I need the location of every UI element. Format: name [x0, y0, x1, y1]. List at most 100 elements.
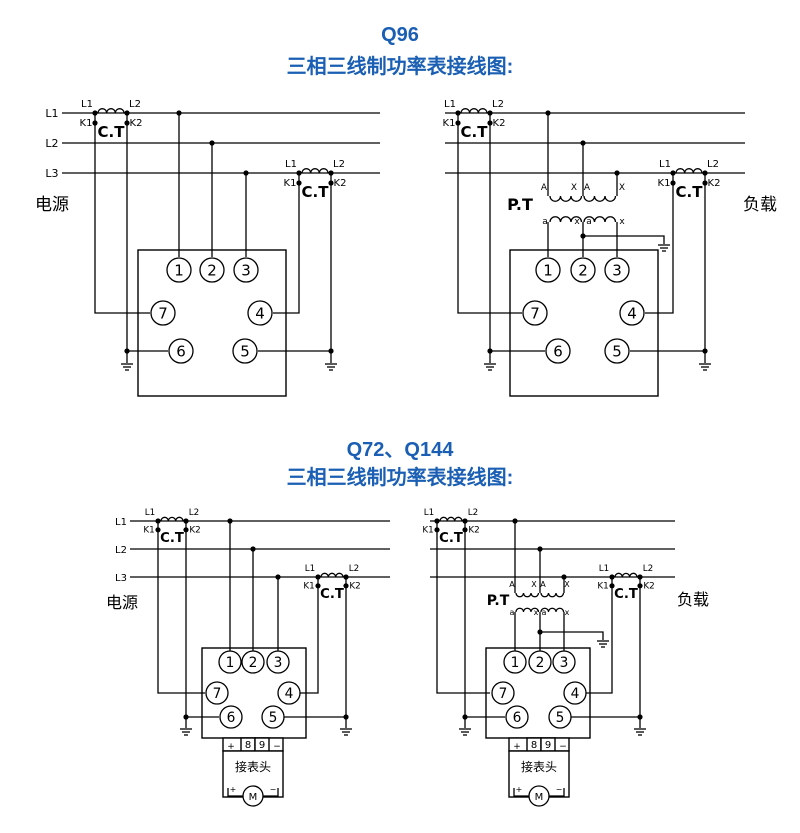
line-l3-label: L3: [45, 167, 58, 180]
terminal-label-1: 1: [543, 261, 553, 279]
terminal-8-label-2: 8: [531, 740, 537, 751]
terminal-5: [232, 338, 258, 364]
junction-dot: [343, 583, 349, 589]
ct-c-4-label: C.T: [614, 587, 638, 602]
terminal-label-5: 5: [269, 710, 278, 726]
minus-sign: −: [273, 742, 281, 752]
ct-a-3-l2-label: L2: [189, 508, 200, 518]
terminal-1: [166, 257, 192, 283]
pt-secondary-3: [515, 607, 540, 613]
wire: [513, 788, 529, 797]
terminal-label-2: 2: [249, 655, 258, 671]
ct-a-coil: [97, 108, 125, 114]
terminal-2: [528, 650, 552, 674]
pt-a-3: A: [509, 580, 515, 589]
pt-label-2: P.T: [487, 593, 510, 609]
ct-c-2-k2-label: K2: [708, 178, 721, 189]
line-l1-label-3: L1: [115, 517, 127, 528]
pt-a-4: A: [540, 580, 546, 589]
ct-c-3-label: C.T: [320, 587, 344, 602]
ct-c-3-l1-label: L1: [305, 564, 316, 574]
ct-a-4-label: C.T: [439, 531, 463, 546]
ct-c-k2-label: K2: [334, 178, 347, 189]
terminal-7: [491, 681, 515, 705]
terminal-label-2: 2: [578, 261, 588, 279]
terminal-3: [604, 257, 630, 283]
pt-x: X: [571, 183, 577, 193]
terminal-7: [522, 300, 548, 326]
pt-x-low: x: [574, 217, 580, 227]
pt-secondary-2: [583, 216, 617, 223]
ct-c-coil: [301, 168, 329, 174]
terminal-6: [545, 338, 571, 364]
pt-a: A: [541, 183, 548, 193]
terminal-8-label: 8: [245, 740, 251, 751]
ct-c-4-k1-label: K1: [597, 581, 608, 591]
junction-dot: [637, 583, 643, 589]
ct-a-3-k1-label: K1: [143, 525, 154, 535]
pt-a-low4: a: [542, 608, 547, 617]
terminal-7: [205, 681, 229, 705]
ct-c-2-label: C.T: [676, 183, 704, 201]
terminal-6: [219, 705, 243, 729]
junction-dot: [315, 583, 321, 589]
line-l1-label: L1: [45, 107, 58, 120]
ct-a-2-l2-label: L2: [492, 99, 504, 110]
terminal-label-6: 6: [553, 342, 563, 360]
ct-a-3-k2-label: K2: [189, 525, 200, 535]
terminal-label-5: 5: [240, 342, 250, 360]
line-l2-label-3: L2: [115, 545, 127, 556]
load-label-2: 负载: [677, 590, 709, 609]
terminal-label-5: 5: [612, 342, 622, 360]
pt-secondary-4: [540, 607, 565, 613]
wire: [457, 123, 522, 314]
wire: [586, 586, 613, 694]
wire: [540, 631, 604, 640]
terminal-label-3: 3: [560, 655, 569, 671]
ct-a-label: C.T: [98, 123, 126, 141]
pt-primary-3: [515, 592, 540, 598]
ct-c-2-k1-label: K1: [658, 178, 671, 189]
ct-c-4-coil: [614, 572, 638, 578]
line-l3-label-3: L3: [115, 573, 127, 584]
terminal-3: [552, 650, 576, 674]
terminal-7: [150, 300, 176, 326]
ct-c-4-l1-label: L1: [599, 564, 610, 574]
terminal-label-7: 7: [530, 304, 540, 322]
ct-a-4-k2-label: K2: [468, 525, 479, 535]
terminal-label-4: 4: [255, 304, 265, 322]
q96-title: Q96: [381, 24, 419, 46]
terminal-1: [503, 650, 527, 674]
motor-icon: [242, 785, 264, 807]
pt-x-low2: x: [619, 217, 625, 227]
terminal-label-7: 7: [213, 686, 222, 702]
terminal-5: [604, 338, 630, 364]
terminal-4: [563, 681, 587, 705]
terminal-4: [247, 300, 273, 326]
ct-a-l2-label: L2: [129, 99, 141, 110]
pt-x-4: X: [564, 580, 570, 589]
terminal-label-1: 1: [174, 261, 184, 279]
terminal-label-6: 6: [513, 710, 522, 726]
terminal-6: [168, 338, 194, 364]
ct-a-4-coil: [439, 516, 463, 522]
ct-a-3-label: C.T: [160, 531, 184, 546]
terminal-2: [199, 257, 225, 283]
terminal-label-2: 2: [207, 261, 217, 279]
terminal-label-7: 7: [158, 304, 168, 322]
ct-c-3-l2-label: L2: [349, 564, 360, 574]
terminal-1: [535, 257, 561, 283]
terminal-label-5: 5: [556, 710, 565, 726]
pt-x-low4: x: [565, 608, 570, 617]
ct-c-2-l1-label: L1: [659, 159, 671, 170]
ct-a-l1-label: L1: [81, 99, 93, 110]
terminal-3: [266, 650, 290, 674]
wire: [645, 183, 674, 314]
wire: [227, 788, 243, 797]
terminal-5: [548, 705, 572, 729]
pt-primary-1: [549, 195, 583, 202]
pt-a2: A: [584, 183, 591, 193]
connector-label: 接表头: [235, 759, 271, 774]
ct-c-2-coil: [675, 168, 703, 174]
